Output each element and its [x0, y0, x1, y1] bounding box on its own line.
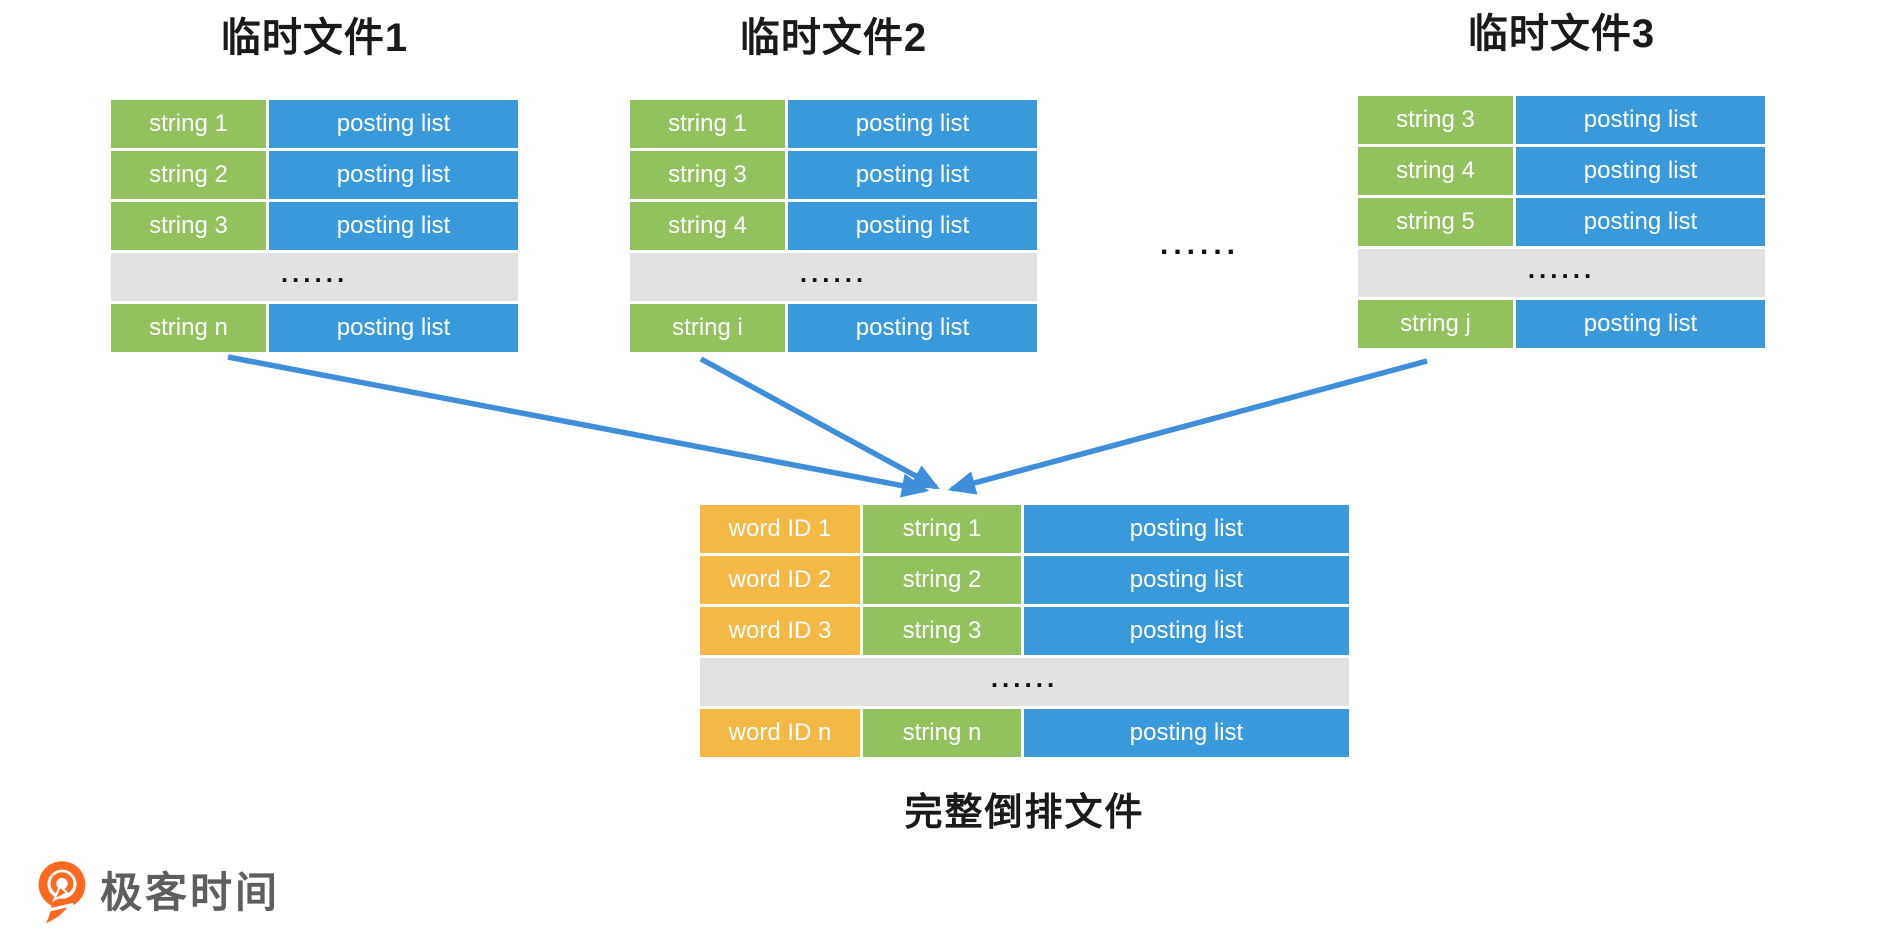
word-id-cell: word ID 2 — [700, 556, 860, 604]
table-row: string 3 posting list — [111, 202, 518, 250]
temp-file-2: 临时文件2 string 1 posting list string 3 pos… — [630, 12, 1037, 355]
table-row: string 3 posting list — [1358, 96, 1765, 144]
temp-file-1-title: 临时文件1 — [220, 16, 409, 60]
table-row: string 1 posting list — [111, 100, 518, 148]
table-row: string 5 posting list — [1358, 198, 1765, 246]
merged-file-caption: 完整倒排文件 — [904, 792, 1145, 834]
temp-file-1-table: string 1 posting list string 2 posting l… — [111, 100, 518, 352]
string-cell: string j — [1358, 300, 1513, 348]
merged-file-table: word ID 1 string 1 posting list word ID … — [700, 505, 1349, 757]
geektime-logo-text: 极客时间 — [100, 869, 281, 916]
string-cell: string 3 — [1358, 96, 1513, 144]
posting-list-cell: posting list — [1516, 198, 1765, 246]
table-row: word ID 3 string 3 posting list — [700, 607, 1349, 655]
between-files-ellipsis: ...... — [1159, 228, 1240, 261]
string-cell: string 1 — [111, 100, 266, 148]
word-id-cell: word ID n — [700, 709, 860, 757]
ellipsis-row: ...... — [630, 253, 1037, 301]
ellipsis-row: ...... — [1358, 249, 1765, 297]
string-cell: string i — [630, 304, 785, 352]
table-row: string 4 posting list — [1358, 147, 1765, 195]
arrow-from-file-2 — [699, 356, 940, 490]
posting-list-cell: posting list — [788, 304, 1037, 352]
string-cell: string n — [111, 304, 266, 352]
temp-file-3-table: string 3 posting list string 4 posting l… — [1358, 96, 1765, 348]
geektime-logo: 极客时间 — [36, 860, 280, 926]
posting-list-cell: posting list — [1516, 300, 1765, 348]
table-row: string i posting list — [630, 304, 1037, 352]
arrow-from-file-1 — [227, 354, 930, 498]
string-cell: string 3 — [863, 607, 1021, 655]
table-row: word ID n string n posting list — [700, 709, 1349, 757]
temp-file-2-table: string 1 posting list string 3 posting l… — [630, 100, 1037, 352]
temp-file-3: 临时文件3 string 3 posting list string 4 pos… — [1358, 8, 1765, 351]
temp-file-1: 临时文件1 string 1 posting list string 2 pos… — [111, 12, 518, 355]
string-cell: string 2 — [863, 556, 1021, 604]
posting-list-cell: posting list — [1516, 147, 1765, 195]
posting-list-cell: posting list — [1516, 96, 1765, 144]
merged-file: word ID 1 string 1 posting list word ID … — [700, 505, 1349, 836]
temp-file-2-title: 临时文件2 — [739, 16, 928, 60]
posting-list-cell: posting list — [269, 202, 518, 250]
posting-list-cell: posting list — [1024, 505, 1349, 553]
table-row: string 1 posting list — [630, 100, 1037, 148]
ellipsis-row: ...... — [700, 658, 1349, 706]
posting-list-cell: posting list — [788, 151, 1037, 199]
ellipsis-dots: ...... — [280, 258, 349, 288]
posting-list-cell: posting list — [1024, 607, 1349, 655]
table-row: string n posting list — [111, 304, 518, 352]
word-id-cell: word ID 3 — [700, 607, 860, 655]
posting-list-cell: posting list — [269, 151, 518, 199]
posting-list-cell: posting list — [788, 202, 1037, 250]
table-row: word ID 1 string 1 posting list — [700, 505, 1349, 553]
table-row: string 2 posting list — [111, 151, 518, 199]
posting-list-cell: posting list — [788, 100, 1037, 148]
posting-list-cell: posting list — [1024, 556, 1349, 604]
ellipsis-row: ...... — [111, 253, 518, 301]
arrow-from-file-3 — [947, 358, 1428, 495]
posting-list-cell: posting list — [269, 304, 518, 352]
string-cell: string 1 — [863, 505, 1021, 553]
string-cell: string 4 — [630, 202, 785, 250]
table-row: string 4 posting list — [630, 202, 1037, 250]
table-row: string 3 posting list — [630, 151, 1037, 199]
table-row: word ID 2 string 2 posting list — [700, 556, 1349, 604]
ellipsis-dots: ...... — [1527, 254, 1596, 284]
table-row: string j posting list — [1358, 300, 1765, 348]
ellipsis-dots: ...... — [990, 663, 1059, 693]
geektime-logo-icon — [38, 861, 86, 924]
posting-list-cell: posting list — [269, 100, 518, 148]
string-cell: string 2 — [111, 151, 266, 199]
string-cell: string 3 — [630, 151, 785, 199]
ellipsis-dots: ...... — [799, 258, 868, 288]
string-cell: string 3 — [111, 202, 266, 250]
string-cell: string 4 — [1358, 147, 1513, 195]
posting-list-cell: posting list — [1024, 709, 1349, 757]
string-cell: string 5 — [1358, 198, 1513, 246]
temp-file-3-title: 临时文件3 — [1467, 12, 1656, 56]
word-id-cell: word ID 1 — [700, 505, 860, 553]
string-cell: string 1 — [630, 100, 785, 148]
string-cell: string n — [863, 709, 1021, 757]
